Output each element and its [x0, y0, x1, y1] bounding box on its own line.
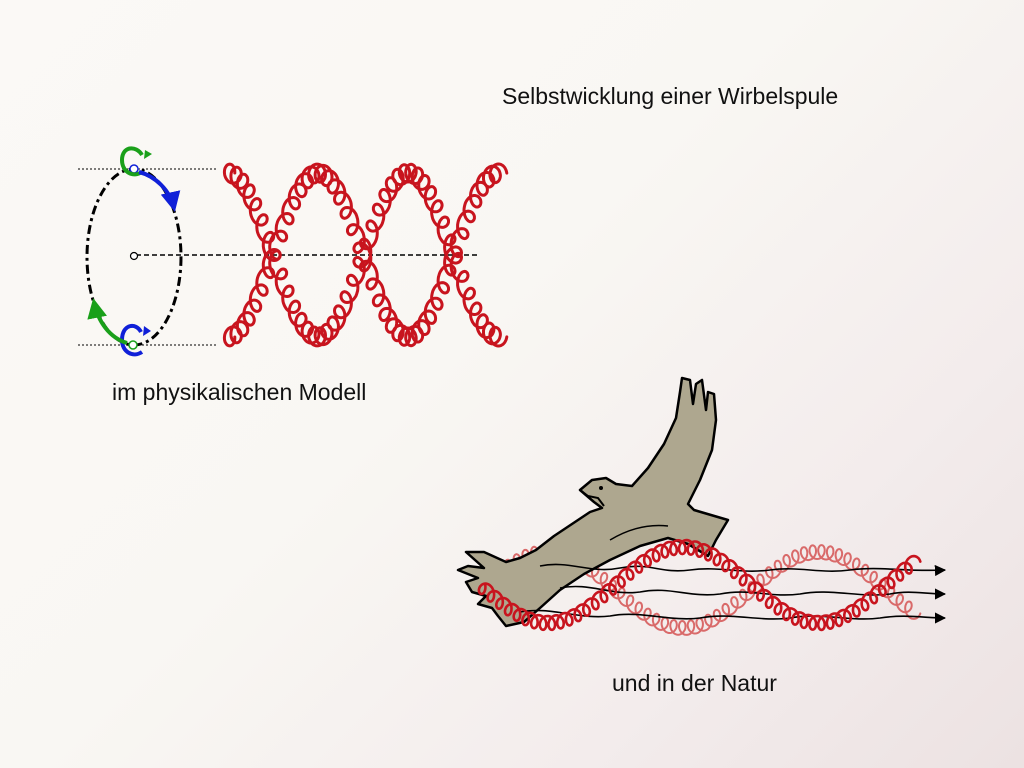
nature-caption: und in der Natur — [612, 670, 777, 696]
top-rotation-green-icon — [119, 146, 144, 177]
nature-coil-front — [477, 538, 922, 632]
slide-title: Selbstwicklung einer Wirbelspule — [502, 83, 839, 109]
eagle-icon — [456, 376, 730, 628]
wingtip-vortex-coils-front — [477, 538, 922, 632]
physical-model-diagram — [78, 146, 509, 357]
center-point — [129, 251, 139, 261]
model-coil-helix-b — [222, 162, 509, 348]
model-vortex-coils — [222, 162, 509, 348]
bottom-point — [128, 340, 138, 350]
top-arrow-blue-icon — [138, 170, 181, 212]
bottom-arrow-green-icon — [87, 298, 128, 345]
bottom-rotation-blue-icon — [119, 323, 144, 357]
nature-diagram — [456, 376, 947, 636]
airflow-arrow-3 — [519, 609, 947, 624]
model-caption: im physikalischen Modell — [112, 379, 367, 405]
